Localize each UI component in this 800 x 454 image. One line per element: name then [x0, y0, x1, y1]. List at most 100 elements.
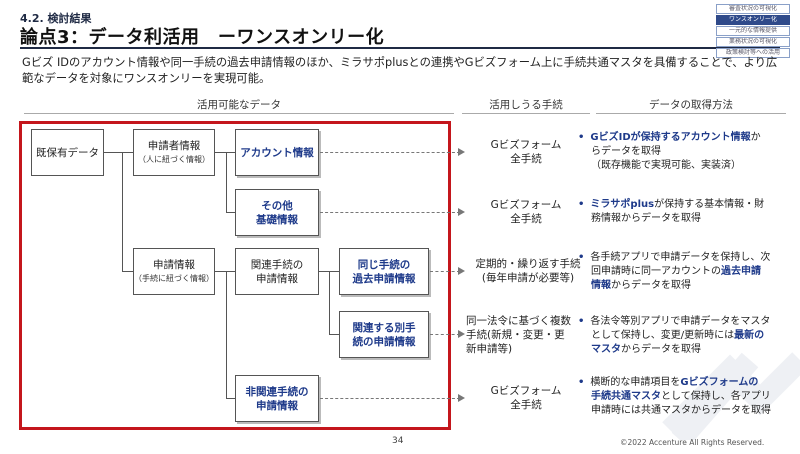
- method-text: 横断的な申請項目を: [590, 377, 681, 388]
- method-emphasis: 最新の: [734, 330, 765, 341]
- box-related-procedure-info: 関連手続の 申請情報: [235, 248, 319, 295]
- box-label: 関連手続の: [250, 258, 304, 271]
- procedure-line: 同一法令に基づく複数: [466, 315, 571, 327]
- box-sublabel: （人に紐づく情報）: [138, 154, 210, 164]
- box-label: 申請情報: [256, 399, 298, 412]
- method-text: 各法令等別アプリで申請データをマスタ: [590, 316, 771, 327]
- connector: [122, 152, 123, 272]
- page-title: 論点3：データ利活用 ーワンスオンリー化: [20, 27, 385, 48]
- method-emphasis: Gビズフォームの: [680, 377, 759, 388]
- method-text: 務情報からデータを取得: [591, 213, 701, 224]
- connector: [329, 271, 330, 335]
- box-same-procedure-past-info: 同じ手続の 過去申請情報: [339, 248, 429, 295]
- procedure-cell-5: Gビズフォーム 全手続: [466, 384, 586, 412]
- method-text: らデータを取得: [591, 146, 661, 157]
- method-text: 申請時には共通マスタからデータを取得: [591, 405, 771, 416]
- bullet-icon: •: [578, 316, 585, 327]
- method-cell-2: • ミラサポplusが保持する基本情報・財 務情報からデータを取得: [578, 198, 783, 226]
- column-rule-method: [596, 113, 786, 114]
- nav-item-work-status[interactable]: 業務状況の可視化: [716, 37, 790, 47]
- method-emphasis: マスタ: [591, 344, 621, 355]
- box-label: アカウント情報: [240, 146, 314, 159]
- dashed-arrow-line: [320, 398, 460, 399]
- procedure-line: 新申請等): [466, 343, 513, 355]
- dashed-arrow-line: [320, 152, 460, 153]
- section-number: 4.2. 検討結果: [20, 12, 92, 25]
- connector: [226, 398, 235, 399]
- procedure-cell-2: Gビズフォーム 全手続: [466, 198, 586, 226]
- method-text: からデータを取得: [621, 344, 701, 355]
- arrow-head-icon: [458, 394, 465, 402]
- method-text: （既存機能で実現可能、実装済）: [591, 160, 741, 171]
- box-application-info: 申請情報 （手続に紐づく情報）: [133, 248, 215, 295]
- connector: [122, 271, 133, 272]
- bullet-icon: •: [578, 199, 585, 210]
- copyright: ©2022 Accenture All Rights Reserved.: [620, 438, 765, 447]
- method-text: 回申請時に同一アカウントの: [591, 266, 721, 277]
- procedure-line: 全手続: [510, 153, 542, 165]
- lead-text: Gビズ IDのアカウント情報や同一手続の過去申請情報のほか、ミラサポplusとの…: [22, 56, 778, 85]
- method-text: として保持し、変更/更新時には: [591, 330, 735, 341]
- box-label: 関連する別手: [352, 321, 416, 334]
- box-sublabel: （手続に紐づく情報）: [134, 273, 214, 283]
- column-header-procedure: 活用しうる手続: [489, 99, 563, 111]
- nav-item-once-only[interactable]: ワンスオンリー化: [716, 15, 790, 25]
- arrow-head-icon: [458, 148, 465, 156]
- nav-item-policy-use[interactable]: 政策検討等への活用: [716, 48, 790, 58]
- bullet-icon: •: [578, 377, 585, 388]
- column-rule-data: [24, 113, 454, 114]
- box-label: その他: [261, 199, 293, 212]
- box-label: 続の申請情報: [352, 335, 416, 348]
- box-label: 非関連手続の: [245, 385, 309, 398]
- dashed-arrow-line: [320, 212, 460, 213]
- bullet-icon: •: [578, 132, 585, 143]
- page-number: 34: [392, 436, 404, 446]
- procedure-cell-3: 定期的・繰り返す手続 (毎年申請が必要等): [466, 257, 590, 285]
- connector: [329, 334, 339, 335]
- box-related-other-procedure-info: 関連する別手 続の申請情報: [339, 311, 429, 358]
- nav-item-unified-info[interactable]: 一元的な情報提供: [716, 26, 790, 36]
- box-label: 既保有データ: [36, 146, 99, 159]
- box-label: 申請者情報: [147, 139, 201, 152]
- box-existing-data: 既保有データ: [31, 129, 104, 176]
- method-emphasis: 手続共通マスタ: [591, 391, 661, 402]
- box-label: 申請情報: [256, 272, 298, 285]
- procedure-line: (毎年申請が必要等): [481, 272, 575, 284]
- box-account-info: アカウント情報: [235, 129, 319, 176]
- box-label: 基礎情報: [256, 213, 298, 226]
- connector: [226, 212, 235, 213]
- bullet-icon: •: [578, 252, 585, 263]
- method-text: として保持し、各アプリ: [661, 391, 771, 402]
- connector: [226, 152, 227, 213]
- box-label: 過去申請情報: [352, 272, 416, 285]
- dashed-arrow-line: [430, 334, 460, 335]
- connector: [215, 271, 235, 272]
- background-arrows-decoration: [662, 352, 800, 440]
- nav-item-review-status[interactable]: 審査状況の可視化: [716, 4, 790, 14]
- method-text: が保持する基本情報・財: [654, 199, 765, 210]
- method-cell-1: •GビズIDが保持するアカウント情報か らデータを取得 （既存機能で実現可能、実…: [578, 131, 783, 173]
- title-divider: [20, 47, 780, 49]
- box-applicant-info: 申請者情報 （人に紐づく情報）: [133, 129, 215, 176]
- method-emphasis: GビズIDが保持するアカウント情報: [590, 132, 751, 143]
- method-emphasis: 情報: [591, 280, 611, 291]
- procedure-line: Gビズフォーム: [490, 385, 562, 397]
- arrow-head-icon: [458, 267, 465, 275]
- topic-navigation: 審査状況の可視化 ワンスオンリー化 一元的な情報提供 業務状況の可視化 政策検討…: [716, 4, 790, 59]
- box-label: 同じ手続の: [357, 258, 411, 271]
- dashed-arrow-line: [430, 271, 460, 272]
- box-other-basic-info: その他 基礎情報: [235, 189, 319, 236]
- method-emphasis: ミラサポplus: [590, 199, 655, 210]
- method-text: からデータを取得: [611, 280, 691, 291]
- procedure-cell-1: Gビズフォーム 全手続: [466, 138, 586, 166]
- method-cell-4: • 各法令等別アプリで申請データをマスタ として保持し、変更/更新時には最新の マ…: [578, 315, 788, 357]
- method-emphasis: 過去申請: [721, 266, 761, 277]
- highlight-frame: [19, 121, 451, 430]
- method-cell-5: • 横断的な申請項目をGビズフォームの 手続共通マスタとして保持し、各アプリ 申請…: [578, 376, 788, 418]
- column-header-data: 活用可能なデータ: [197, 99, 281, 111]
- connector: [226, 271, 227, 399]
- procedure-line: 手続(新規・変更・更: [466, 329, 565, 341]
- procedure-line: 定期的・繰り返す手続: [475, 258, 581, 270]
- column-header-method: データの取得方法: [649, 99, 733, 111]
- arrow-head-icon: [458, 330, 465, 338]
